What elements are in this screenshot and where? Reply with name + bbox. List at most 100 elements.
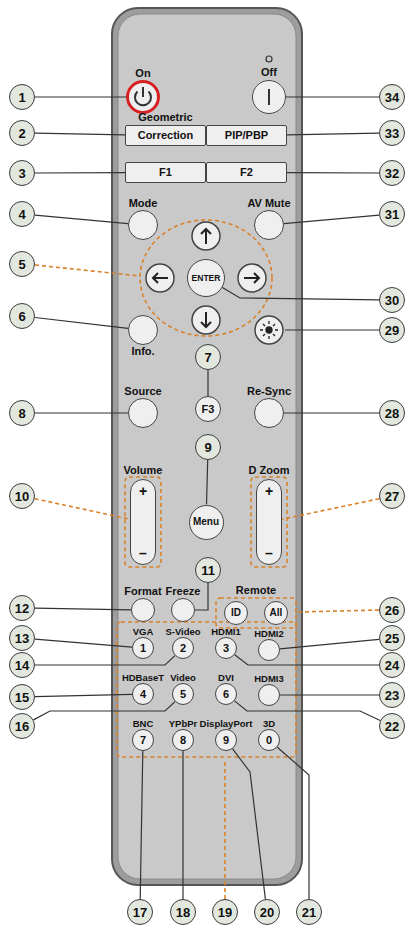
remote-button: HDMI13 bbox=[215, 637, 237, 659]
callout-text: 9 bbox=[204, 441, 211, 454]
power-button-face bbox=[126, 80, 160, 114]
leader-line bbox=[35, 96, 126, 97]
leader-line bbox=[207, 370, 208, 396]
off-button-face bbox=[252, 80, 286, 114]
callout-text: 28 bbox=[385, 407, 399, 420]
leader-line bbox=[35, 215, 128, 223]
up-arrow bbox=[201, 229, 211, 244]
callout-number: 4 bbox=[9, 201, 35, 227]
remote-button: Off bbox=[252, 80, 286, 114]
remote-button: 3D0 bbox=[258, 729, 280, 751]
callout-number: 19 bbox=[212, 899, 238, 925]
remote-face bbox=[118, 14, 296, 879]
button-label: HDMI1 bbox=[211, 627, 241, 637]
button-text: 6 bbox=[223, 689, 229, 700]
rocker-button: D Zoom+– bbox=[256, 479, 282, 565]
callout-text: 25 bbox=[385, 632, 399, 645]
callout-text: 18 bbox=[176, 906, 190, 919]
dpad-outline bbox=[140, 220, 272, 336]
button-label: Video bbox=[170, 673, 196, 683]
remote-button: Info. bbox=[128, 315, 158, 345]
number-keys-outline bbox=[117, 622, 296, 757]
off-icon bbox=[266, 56, 272, 62]
leader-line bbox=[35, 639, 132, 647]
callout-text: 10 bbox=[15, 490, 29, 503]
leader-line bbox=[298, 610, 379, 612]
button-text: + bbox=[265, 484, 273, 498]
remote-button: HDMI2 bbox=[258, 639, 280, 661]
callout-number: 29 bbox=[379, 317, 405, 343]
button-text: F2 bbox=[240, 167, 253, 178]
callout-number: 13 bbox=[9, 625, 35, 651]
leader-line bbox=[224, 759, 226, 899]
callout-number: 17 bbox=[127, 899, 153, 925]
remote-button: ID bbox=[224, 601, 248, 625]
button-text: 4 bbox=[140, 689, 146, 700]
remote-button: AV Mute bbox=[254, 210, 284, 240]
callout-number: 33 bbox=[379, 120, 405, 146]
callout-text: 30 bbox=[385, 294, 399, 307]
button-label: D Zoom bbox=[249, 465, 290, 476]
remote-button: Source bbox=[128, 398, 158, 428]
leader-line bbox=[284, 412, 379, 413]
button-label: Re-Sync bbox=[247, 386, 291, 397]
callout-number: 22 bbox=[379, 713, 405, 739]
leader-line bbox=[35, 133, 125, 135]
button-text: 5 bbox=[180, 689, 186, 700]
button-label: AV Mute bbox=[247, 198, 290, 209]
leader-line bbox=[35, 172, 125, 174]
callout-text: 8 bbox=[18, 407, 25, 420]
leader-line bbox=[182, 751, 183, 899]
callout-number: 3 bbox=[9, 160, 35, 186]
button-text: – bbox=[139, 546, 147, 560]
button-label: Volume bbox=[124, 465, 163, 476]
remote-button: DisplayPort9 bbox=[215, 729, 237, 751]
down-button bbox=[192, 306, 220, 334]
callout-text: 34 bbox=[385, 91, 399, 104]
button-text: Menu bbox=[193, 517, 219, 527]
callout-text: 15 bbox=[15, 691, 29, 704]
leader-line bbox=[287, 172, 379, 174]
callout-text: 3 bbox=[18, 167, 25, 180]
callout-number: 1 bbox=[9, 84, 35, 110]
remote-button: F1 bbox=[125, 162, 206, 183]
callout-number: 6 bbox=[9, 303, 35, 329]
down-arrow bbox=[201, 312, 211, 327]
leader-line bbox=[35, 412, 128, 413]
button-text: 1 bbox=[140, 643, 146, 654]
remote-button: Video5 bbox=[172, 683, 194, 705]
callout-text: 12 bbox=[15, 602, 29, 615]
callout-number: 24 bbox=[379, 652, 405, 678]
leader-line bbox=[207, 460, 208, 505]
callout-text: 33 bbox=[385, 127, 399, 140]
callout-number: 30 bbox=[379, 287, 405, 313]
callout-text: 6 bbox=[18, 310, 25, 323]
left-button bbox=[146, 264, 174, 292]
button-label: S-Video bbox=[165, 627, 200, 637]
button-label: Source bbox=[124, 386, 161, 397]
button-label: HDMI2 bbox=[254, 629, 284, 639]
button-text: 2 bbox=[180, 643, 186, 654]
button-text: – bbox=[265, 546, 273, 560]
remote-button: All bbox=[264, 601, 288, 625]
callout-text: 1 bbox=[18, 91, 25, 104]
remote-button: Menu bbox=[189, 505, 224, 540]
callout-text: 23 bbox=[385, 689, 399, 702]
leader-line bbox=[285, 329, 379, 330]
remote-button: VGA1 bbox=[132, 637, 154, 659]
callout-text: 21 bbox=[302, 906, 316, 919]
off-icon bbox=[268, 89, 270, 105]
laser-dot bbox=[266, 327, 272, 333]
up-button bbox=[192, 222, 220, 250]
callout-text: 14 bbox=[15, 659, 29, 672]
callout-number: 27 bbox=[379, 483, 405, 509]
remote-button: On bbox=[126, 80, 160, 114]
button-label: Freeze bbox=[166, 586, 201, 597]
leader-line bbox=[235, 655, 379, 665]
leader-line bbox=[35, 656, 175, 665]
callout-text: 29 bbox=[385, 324, 399, 337]
leader-line bbox=[286, 96, 379, 97]
remote-button: YPbPr8 bbox=[172, 729, 194, 751]
arrow-buttons bbox=[146, 222, 283, 344]
